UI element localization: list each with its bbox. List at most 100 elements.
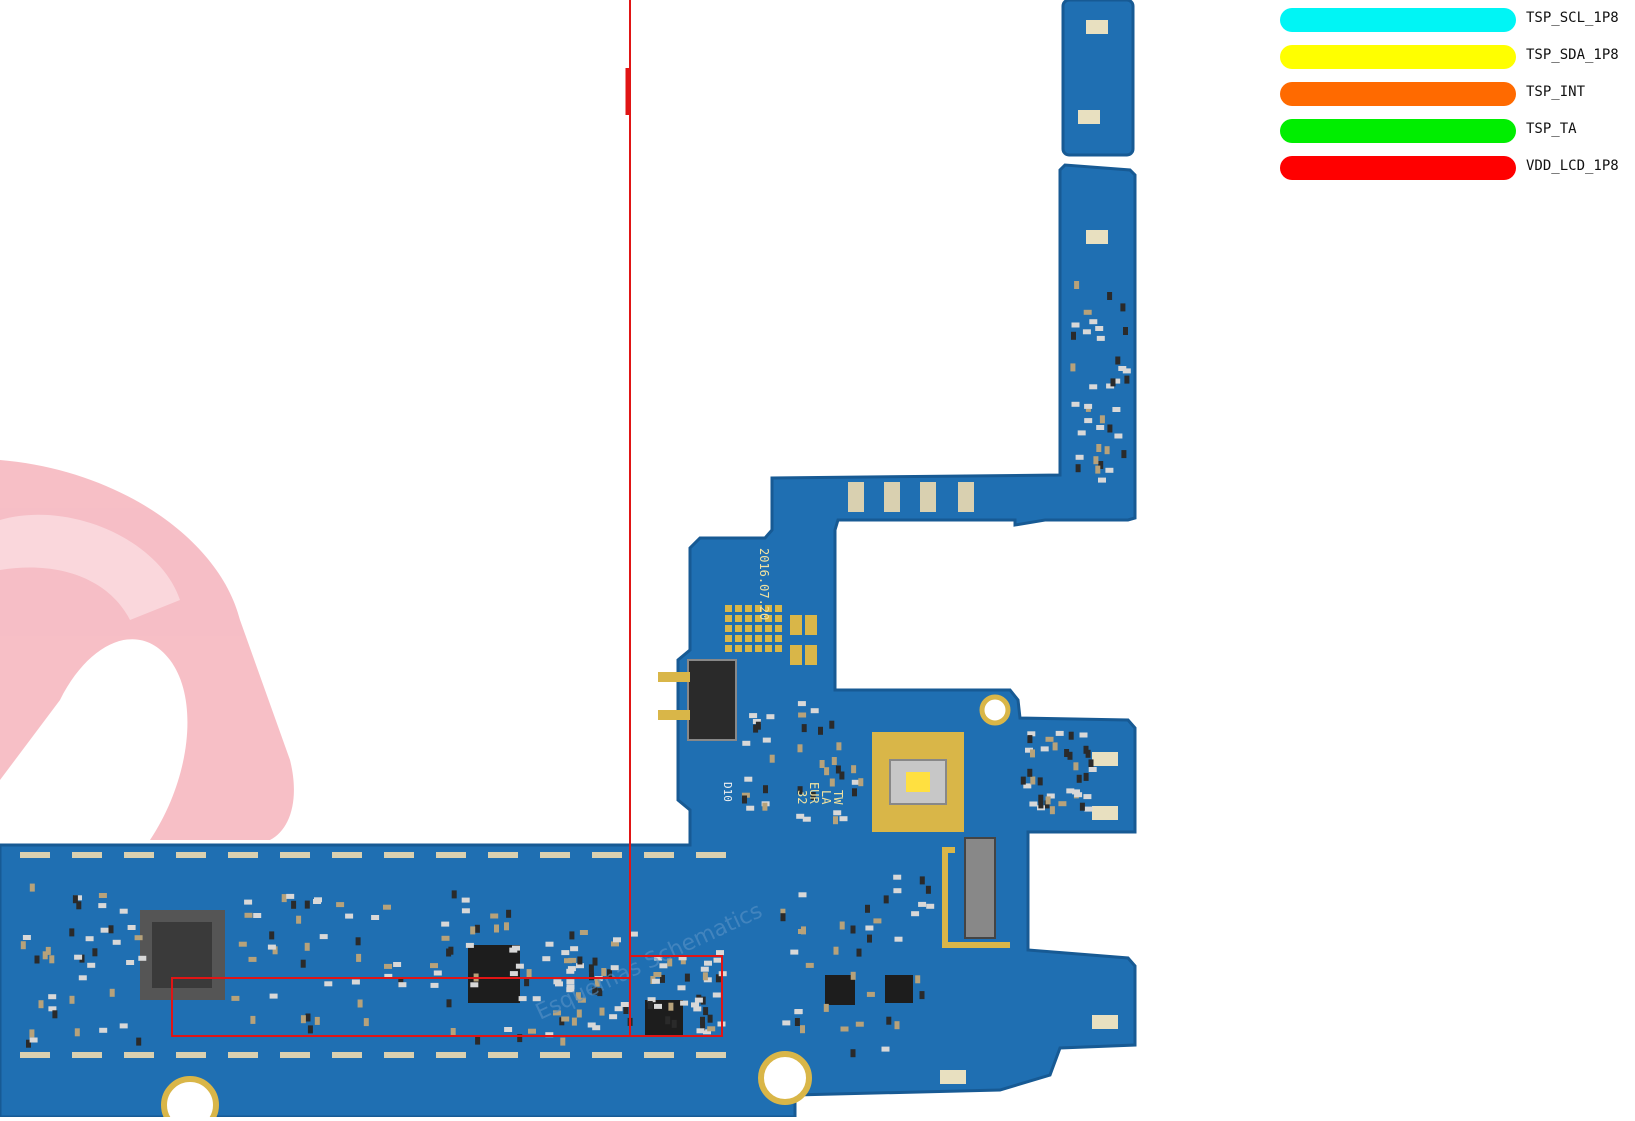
smd-part bbox=[569, 931, 575, 940]
smd-part bbox=[1121, 450, 1127, 459]
smd-part bbox=[763, 785, 768, 794]
pcb-outline bbox=[0, 163, 1137, 1119]
gold-pad bbox=[745, 635, 752, 642]
smd-part bbox=[790, 949, 799, 955]
smd-part bbox=[707, 1026, 716, 1032]
smd-part bbox=[553, 979, 562, 985]
legend-label: TSP_SDA_1P8 bbox=[1526, 47, 1619, 63]
smd-part bbox=[577, 997, 586, 1003]
gold-pads bbox=[20, 20, 1118, 1084]
smd-part bbox=[475, 1036, 481, 1045]
smd-part bbox=[351, 979, 360, 985]
smd-part bbox=[833, 810, 842, 816]
smd-part bbox=[26, 1039, 31, 1048]
smd-part bbox=[1112, 378, 1121, 384]
gold-pad bbox=[725, 615, 732, 622]
edge-pad bbox=[540, 1052, 570, 1058]
smd-part bbox=[1107, 292, 1113, 300]
gold-pad bbox=[725, 635, 732, 642]
smd-part bbox=[92, 948, 98, 957]
smd-part bbox=[797, 786, 803, 795]
smd-part bbox=[700, 1016, 705, 1025]
smd-part bbox=[850, 971, 856, 980]
smd-part bbox=[357, 999, 363, 1008]
smd-part bbox=[678, 955, 687, 961]
smd-part bbox=[384, 963, 392, 969]
smd-part bbox=[919, 876, 925, 885]
smd-part bbox=[1095, 326, 1104, 331]
gold-pad bbox=[745, 645, 752, 652]
smd-part bbox=[450, 1028, 456, 1036]
edge-pad bbox=[124, 852, 154, 858]
gold-pad bbox=[775, 635, 782, 642]
smd-part bbox=[592, 1025, 601, 1031]
smd-part bbox=[839, 921, 845, 930]
smd-part bbox=[668, 1002, 674, 1011]
smd-part bbox=[441, 921, 450, 927]
gold-pad bbox=[805, 615, 817, 635]
edge-pad bbox=[436, 1052, 466, 1058]
smd-part bbox=[1104, 446, 1110, 455]
smd-part bbox=[667, 958, 673, 967]
edge-pad bbox=[228, 852, 258, 858]
contact-pad bbox=[884, 482, 900, 512]
smd-part bbox=[893, 874, 902, 880]
smd-part bbox=[810, 792, 816, 800]
gold-pad bbox=[765, 605, 772, 612]
smd-part bbox=[430, 963, 438, 969]
smd-part bbox=[504, 922, 509, 931]
smd-part bbox=[866, 991, 875, 997]
smd-part bbox=[515, 963, 524, 969]
contact-pad bbox=[958, 482, 974, 512]
small-pad bbox=[1092, 752, 1118, 766]
smd-part bbox=[567, 966, 576, 972]
smd-part bbox=[1096, 425, 1105, 430]
smd-part bbox=[1058, 801, 1067, 807]
ic-chip bbox=[825, 975, 855, 1005]
smd-part bbox=[1099, 415, 1105, 424]
smd-part bbox=[1082, 329, 1091, 335]
smd-part bbox=[52, 1010, 58, 1019]
gold-pad bbox=[755, 625, 762, 632]
smd-part bbox=[398, 982, 407, 988]
smd-part bbox=[490, 913, 499, 919]
smd-part bbox=[716, 950, 724, 956]
smd-part bbox=[851, 779, 860, 785]
gold-pad bbox=[755, 635, 762, 642]
gold-pad bbox=[775, 615, 782, 622]
smd-part bbox=[654, 1003, 662, 1009]
gold-pad bbox=[790, 615, 802, 635]
smd-part bbox=[48, 1006, 57, 1012]
smd-part bbox=[119, 1023, 128, 1029]
edge-pad bbox=[696, 852, 726, 858]
smd-part bbox=[647, 1001, 653, 1009]
smd-part bbox=[269, 931, 275, 940]
smd-part bbox=[126, 960, 135, 965]
smd-part bbox=[509, 971, 518, 977]
region-mark: TW LA EUR 32 bbox=[795, 782, 845, 805]
smd-part bbox=[836, 742, 842, 751]
smd-part bbox=[363, 1018, 369, 1027]
legend-swatch bbox=[1280, 156, 1516, 180]
legend-swatch bbox=[1280, 8, 1516, 32]
smd-part bbox=[802, 816, 811, 822]
smd-part bbox=[560, 1037, 566, 1046]
smd-part bbox=[741, 792, 750, 798]
gold-pad bbox=[745, 625, 752, 632]
smd-part bbox=[1120, 303, 1126, 312]
smd-part bbox=[286, 893, 295, 899]
smd-part bbox=[742, 740, 751, 746]
smd-part bbox=[829, 720, 835, 729]
smd-part bbox=[1030, 776, 1036, 785]
smd-part bbox=[850, 1049, 856, 1058]
smd-part bbox=[1098, 461, 1104, 469]
edge-pad bbox=[228, 1052, 258, 1058]
smd-part bbox=[1049, 806, 1055, 815]
smd-part bbox=[782, 1020, 791, 1026]
smd-part bbox=[794, 1009, 803, 1014]
smd-part bbox=[1105, 467, 1114, 473]
legend-label: VDD_LCD_1P8 bbox=[1526, 158, 1619, 174]
smd-part bbox=[746, 805, 755, 811]
region-mark-line: LA bbox=[819, 790, 833, 805]
